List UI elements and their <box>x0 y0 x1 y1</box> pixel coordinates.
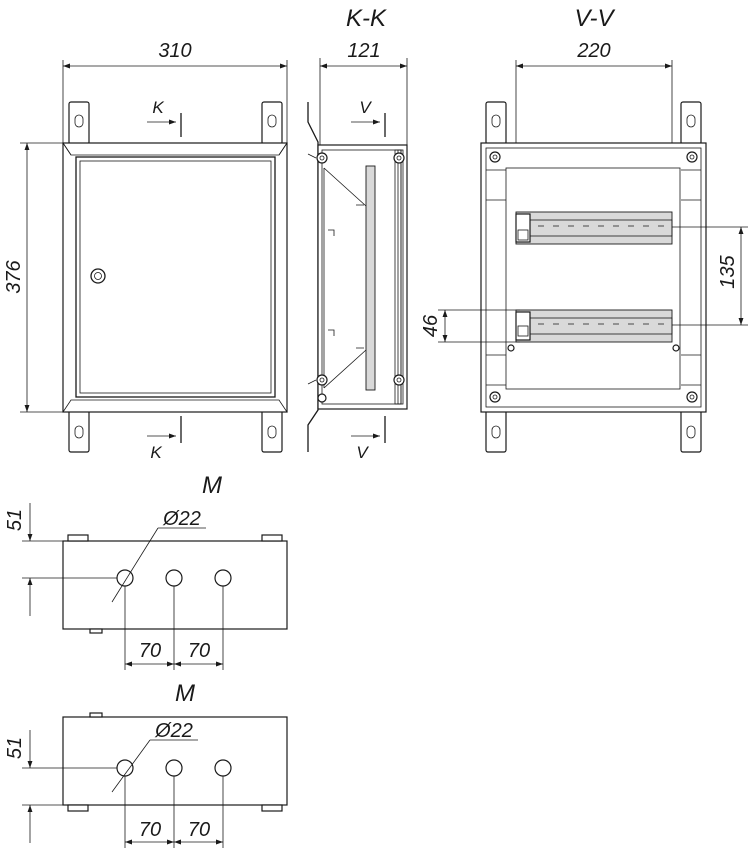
vv-mounting-bracket-top-left <box>485 101 507 145</box>
section-marker-k-top: K <box>147 98 182 137</box>
dimension-hole-spacing-2a-label: 70 <box>139 819 161 841</box>
front-mounting-bracket-top-left <box>68 101 90 145</box>
dimension-rail-height: 46 <box>420 309 520 343</box>
kk-bolt-bottom-left <box>316 374 328 386</box>
front-mounting-bracket-bottom-right <box>261 409 283 453</box>
vv-mounting-plate <box>505 167 681 390</box>
vv-mounting-bracket-top-right <box>680 101 702 145</box>
section-vv-title: V-V <box>574 5 615 32</box>
dimension-hole-spacing-1b-label: 70 <box>188 640 210 662</box>
bottom-view-2-hole-2 <box>165 759 183 777</box>
dimension-hole-diameter-2: Ø22 <box>111 720 198 793</box>
dimension-width-label: 310 <box>158 40 191 62</box>
bottom-view-2-title: M <box>175 680 195 707</box>
dimension-inner-width-label: 220 <box>576 40 610 62</box>
section-v-bottom-label: V <box>356 443 369 462</box>
vv-bolt-top-right <box>686 151 698 163</box>
dimension-edge-offset-1: 51 <box>4 503 117 616</box>
kk-bolt-bottom-foot <box>317 393 327 403</box>
bottom-view-1-hole-2 <box>165 569 183 587</box>
vv-mounting-bracket-bottom-right <box>680 409 702 453</box>
vv-bolt-bottom-right <box>686 391 698 403</box>
vv-mounting-bracket-bottom-left <box>485 409 507 453</box>
dimension-rail-spacing-label: 135 <box>717 254 739 288</box>
section-kk-view: K-K 121 V <box>307 5 408 462</box>
vv-bolt-bottom-left <box>489 391 501 403</box>
bottom-view-2-hole-3 <box>214 759 232 777</box>
dimension-hole-diameter-1-label: Ø22 <box>162 508 201 530</box>
kk-bolt-top-right <box>393 152 405 164</box>
dimension-hole-spacing-2b-label: 70 <box>188 819 210 841</box>
section-vv-view: V-V 220 <box>420 5 748 453</box>
dimension-width: 310 <box>62 40 288 143</box>
cabinet-bottom-bevel <box>62 399 288 413</box>
front-mounting-bracket-bottom-left <box>68 409 90 453</box>
dimension-height: 376 <box>3 142 63 413</box>
door-lock-icon <box>90 268 106 284</box>
bottom-view-1-title: M <box>202 472 222 499</box>
bottom-view-2: M 51 Ø22 70 70 <box>4 680 288 848</box>
section-k-bottom-label: K <box>150 443 162 462</box>
vv-din-rail-bottom <box>515 309 673 343</box>
vv-din-rail-top <box>515 211 673 245</box>
dimension-edge-offset-2-label: 51 <box>4 737 26 759</box>
front-view: 310 376 K K <box>3 40 288 462</box>
section-v-top-label: V <box>359 98 372 117</box>
dimension-hole-spacing-2: 70 70 <box>124 776 224 848</box>
dimension-hole-diameter-1: Ø22 <box>111 508 206 603</box>
dimension-depth-label: 121 <box>347 40 380 62</box>
dimension-depth: 121 <box>319 40 408 150</box>
dimension-hole-spacing-1a-label: 70 <box>139 640 161 662</box>
section-marker-v-bottom: V <box>351 416 386 462</box>
vv-housing <box>480 142 707 413</box>
vv-bolt-top-left <box>489 151 501 163</box>
bottom-view-1: M 51 Ø22 70 70 <box>4 472 288 670</box>
kk-bolt-bottom-right <box>393 374 405 386</box>
bottom-view-1-hole-3 <box>214 569 232 587</box>
section-marker-k-bottom: K <box>147 416 182 462</box>
dimension-height-label: 376 <box>3 259 25 293</box>
dimension-rail-height-label: 46 <box>420 314 442 337</box>
section-marker-v-top: V <box>351 98 386 137</box>
dimension-hole-spacing-1: 70 70 <box>124 586 224 670</box>
cabinet-front-frame <box>62 142 288 413</box>
section-k-top-label: K <box>152 98 164 117</box>
dimension-edge-offset-2: 51 <box>4 730 117 843</box>
front-mounting-bracket-top-right <box>261 101 283 145</box>
kk-bolt-top-left <box>316 152 328 164</box>
kk-mounting-plate <box>365 165 376 391</box>
kk-housing <box>317 144 408 410</box>
section-kk-title: K-K <box>346 5 387 32</box>
dimension-edge-offset-1-label: 51 <box>4 509 26 531</box>
cabinet-door <box>75 156 276 398</box>
dimension-rail-spacing: 135 <box>672 226 748 326</box>
dimension-hole-diameter-2-label: Ø22 <box>154 720 193 742</box>
